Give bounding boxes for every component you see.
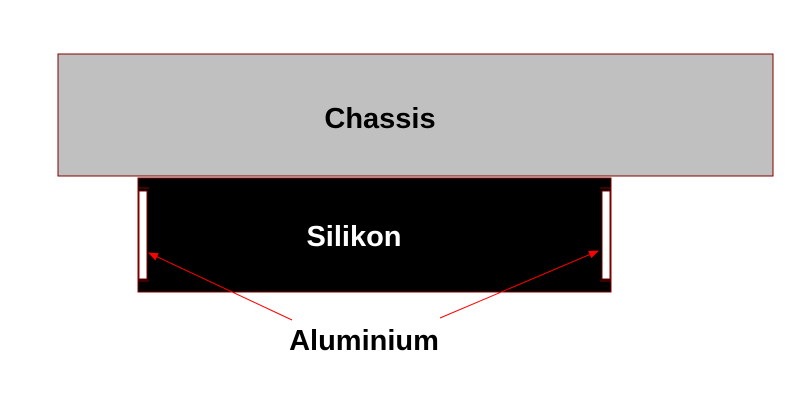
chassis-block bbox=[57, 53, 774, 177]
aluminium-label: Aluminium bbox=[289, 325, 439, 357]
arrow-to-left-aluminium bbox=[148, 252, 293, 321]
aluminium-strip-left bbox=[138, 190, 148, 280]
silikon-label: Silikon bbox=[306, 221, 401, 253]
silikon-block bbox=[137, 177, 612, 293]
chassis-label: Chassis bbox=[324, 103, 435, 135]
aluminium-strip-right bbox=[601, 190, 611, 280]
arrow-to-right-aluminium bbox=[439, 250, 599, 319]
